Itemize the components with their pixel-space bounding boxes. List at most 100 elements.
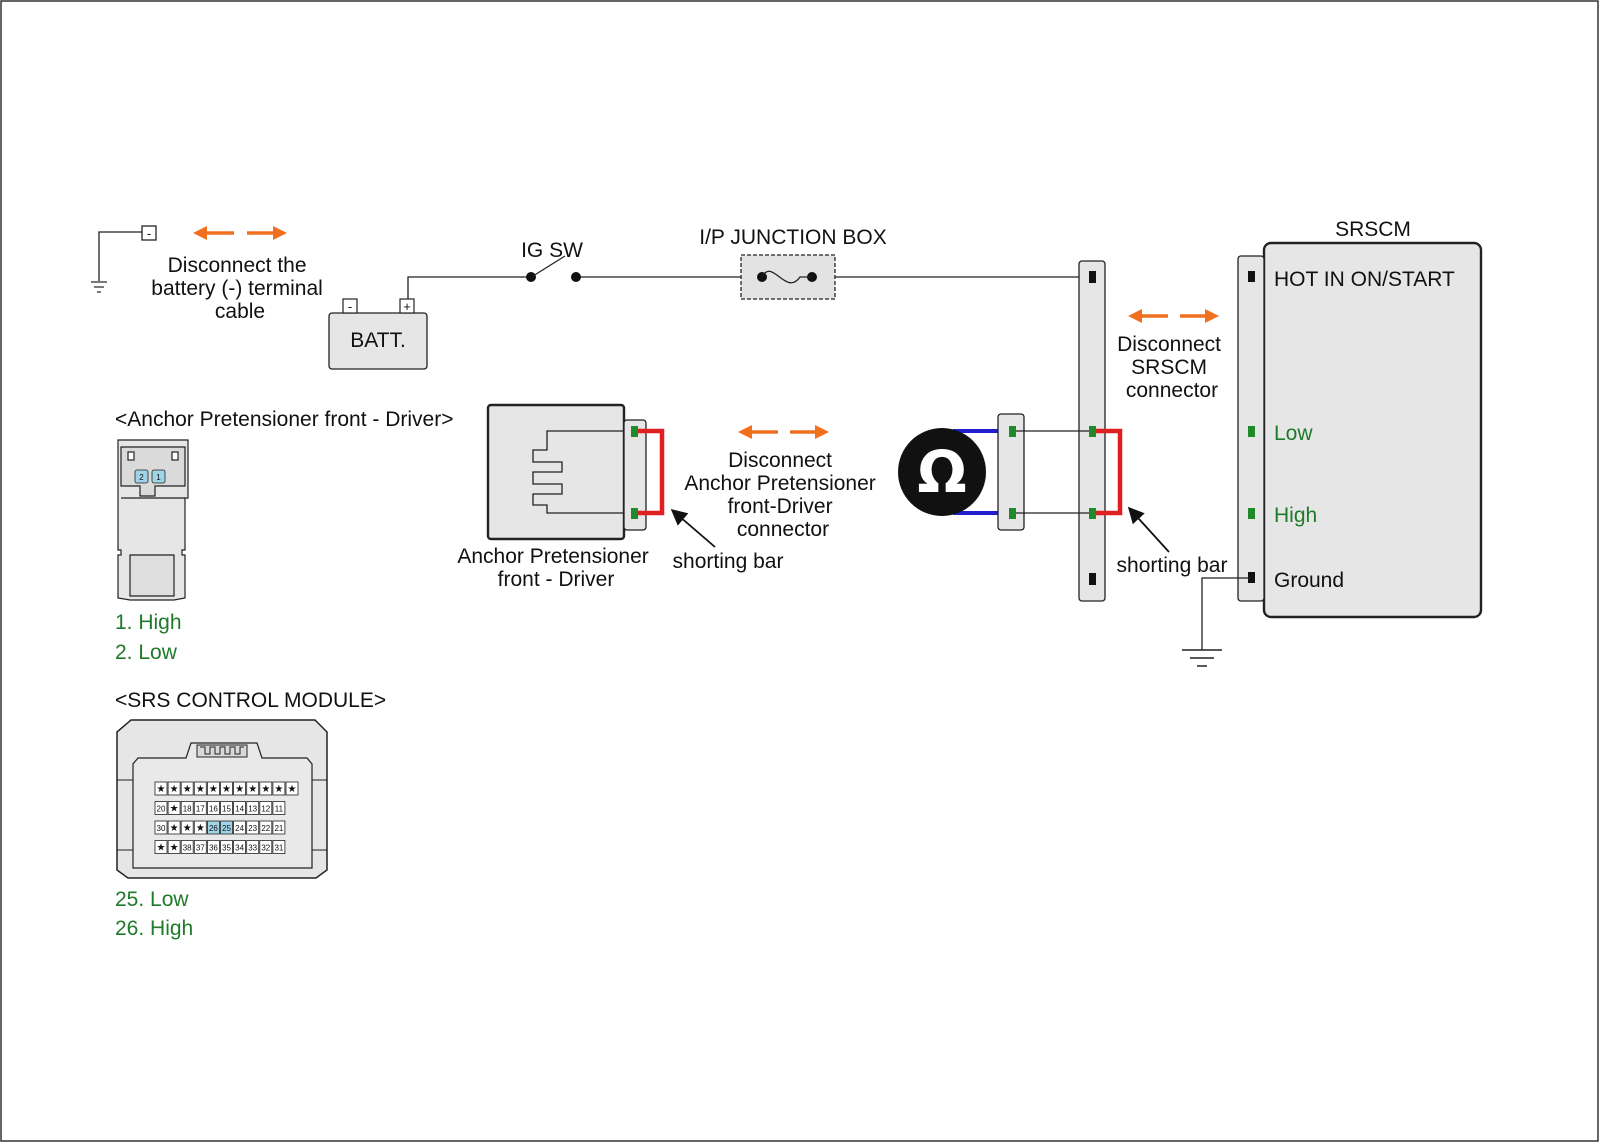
srs-pin-cell [167,820,181,835]
anchor-connector-pins [631,426,638,519]
srs-pin-number: 18 [183,805,192,814]
srs-pin-number: 30 [157,824,166,833]
shorting-bar-left [638,428,665,516]
disconnect-anchor-arrows [738,425,829,439]
srs-pin-number: ★ [248,784,257,795]
battery-label: BATT. [350,329,406,352]
anchor-pretensioner-symbol [532,430,624,514]
shorting-bar-left-pointer [670,508,716,548]
srs-pin-number: 31 [274,844,283,853]
shorting-bar-left-label: shorting bar [673,550,784,573]
srs-pin-cell [272,840,286,854]
srs-pin-cell [233,801,247,815]
disconnect-battery-arrows [193,226,287,240]
srs-pin-number: 20 [157,805,166,814]
ground-cable-terminal: - [141,225,157,241]
ground-cable [98,231,150,281]
svg-text:2: 2 [139,473,144,482]
srs-pin-cell [180,781,194,796]
srs-pin-cell [193,840,207,854]
srs-pin-cell [167,781,181,796]
srs-pin-number: ★ [196,784,205,795]
srs-pin-number: 32 [261,844,270,853]
srs-pin-number: 21 [274,824,283,833]
srs-pin-number: 36 [209,844,218,853]
srs-pin-number: ★ [222,784,231,795]
srs-pin-number: ★ [170,843,179,854]
srs-pin-cell [220,781,233,796]
srs-pin-number: 26 [209,824,218,833]
srs-pin-number: ★ [170,823,179,834]
ignition-switch [526,255,581,282]
srs-pin-cell [246,781,260,796]
srs-pin-number: ★ [157,843,166,854]
srs-module-connector [116,719,328,879]
anchor-connector [623,419,647,531]
srs-pin-cell [154,781,168,796]
srs-pin-cell [272,801,286,815]
srscm-high-label: High [1274,504,1317,527]
srs-pin-number: 12 [261,805,270,814]
srs-pin-cell [246,801,260,815]
srs-pin-cell [259,840,273,854]
battery-plus-sign: + [403,299,411,314]
srs-pin-number: ★ [170,804,179,815]
srs-pin-cell [206,820,220,835]
srs-module-title: <SRS CONTROL MODULE> [115,689,386,712]
srs-pin-cell [167,840,181,854]
srs-pin-cell [154,801,168,815]
battery: - + BATT. [328,298,428,370]
test-connector [997,413,1025,531]
srs-pin-cell [272,781,286,796]
shorting-bar-right-pointer [1127,506,1170,553]
srs-pin-cell [154,820,168,835]
srs-pin-number: ★ [183,784,192,795]
anchor-connector-title: <Anchor Pretensioner front - Driver> [115,408,453,431]
svg-text:-: - [147,226,151,241]
srs-pin-number: ★ [196,823,205,834]
srs-pin-number: 25 [222,824,231,833]
srs-pin-cell [233,840,247,854]
srs-pin-number: 13 [248,805,257,814]
srs-pin-cell [220,801,233,815]
ground-symbol-small [91,281,107,293]
srs-pin-cell [233,781,247,796]
srs-pin-number: 17 [196,805,205,814]
srs-pin-cell [220,820,233,835]
srs-pin-number: ★ [288,784,297,795]
srscm-low-label: Low [1274,422,1313,445]
srs-pin-number: ★ [183,823,192,834]
ohmmeter: Ω [898,428,986,516]
anchor-pin-low: 2. Low [115,641,178,664]
junction-box-label: I/P JUNCTION BOX [699,226,886,249]
srs-pin-cell [259,781,273,796]
srs-pin-number: ★ [274,784,283,795]
srs-pin-number: ★ [235,784,244,795]
srs-pin-cell [259,820,273,835]
srs-pin-cell [180,820,194,835]
disconnect-anchor-text: Disconnect Anchor Pretensioner front-Dri… [684,449,881,541]
srs-pin-cell [233,820,247,835]
srs-pin-cell [285,781,299,796]
srs-pin-number: 24 [235,824,244,833]
srscm-ground-wire [1201,577,1251,650]
srs-pin-number: ★ [157,784,166,795]
srs-pin-number: 16 [209,805,218,814]
disconnect-srscm-arrows [1128,309,1219,323]
srs-pin-cell [246,840,260,854]
srs-pin-cell [167,801,181,815]
srs-pin-cell [206,840,220,854]
srs-pin-high: 26. High [115,917,193,940]
battery-minus-sign: - [348,299,352,314]
ground-symbol [1182,649,1222,667]
svg-text:1: 1 [156,473,161,482]
harness-connector-pins [1089,271,1096,585]
srscm-pins [1248,271,1255,583]
srs-pin-number: 35 [222,844,231,853]
srs-pin-number: 37 [196,844,205,853]
srs-pin-number: ★ [261,784,270,795]
srs-pin-cell [259,801,273,815]
srscm-title: SRSCM [1335,218,1411,241]
